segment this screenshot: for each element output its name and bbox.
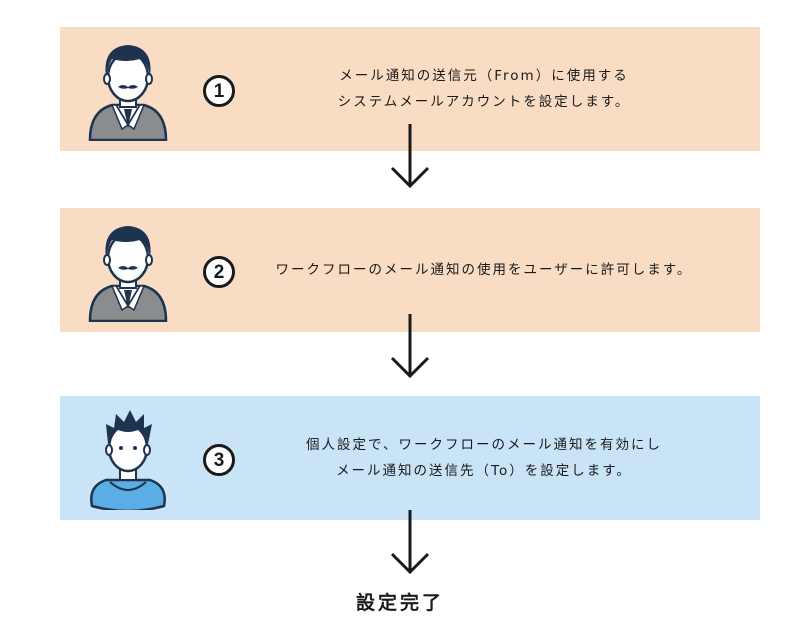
down-arrow-icon <box>390 314 430 378</box>
down-arrow-icon <box>390 510 430 574</box>
step-number-badge: 3 <box>203 444 235 476</box>
step-text-line: メール通知の送信元（From）に使用する <box>339 68 629 84</box>
step-3-box: 3 個人設定で、ワークフローのメール通知を有効にし メール通知の送信先（To）を… <box>60 396 760 520</box>
step-2-box: 2 ワークフローのメール通知の使用をユーザーに許可します。 <box>60 208 760 332</box>
completion-label: 設定完了 <box>355 592 444 614</box>
step-description: メール通知の送信元（From）に使用する システムメールアカウントを設定します。 <box>248 27 720 151</box>
step-description: ワークフローのメール通知の使用をユーザーに許可します。 <box>248 208 720 332</box>
step-text-line: ワークフローのメール通知の使用をユーザーに許可します。 <box>275 262 693 278</box>
step-text-line: システムメールアカウントを設定します。 <box>337 94 631 110</box>
step-text-line: メール通知の送信先（To）を設定します。 <box>336 463 632 479</box>
admin-avatar-icon <box>88 45 168 141</box>
down-arrow-icon <box>390 124 430 188</box>
admin-avatar-icon <box>88 226 168 322</box>
step-number-badge: 1 <box>203 75 235 107</box>
step-text-line: 個人設定で、ワークフローのメール通知を有効にし <box>306 437 662 453</box>
step-description: 個人設定で、ワークフローのメール通知を有効にし メール通知の送信先（To）を設定… <box>248 396 720 520</box>
step-number-badge: 2 <box>203 256 235 288</box>
user-avatar-icon <box>90 410 166 510</box>
